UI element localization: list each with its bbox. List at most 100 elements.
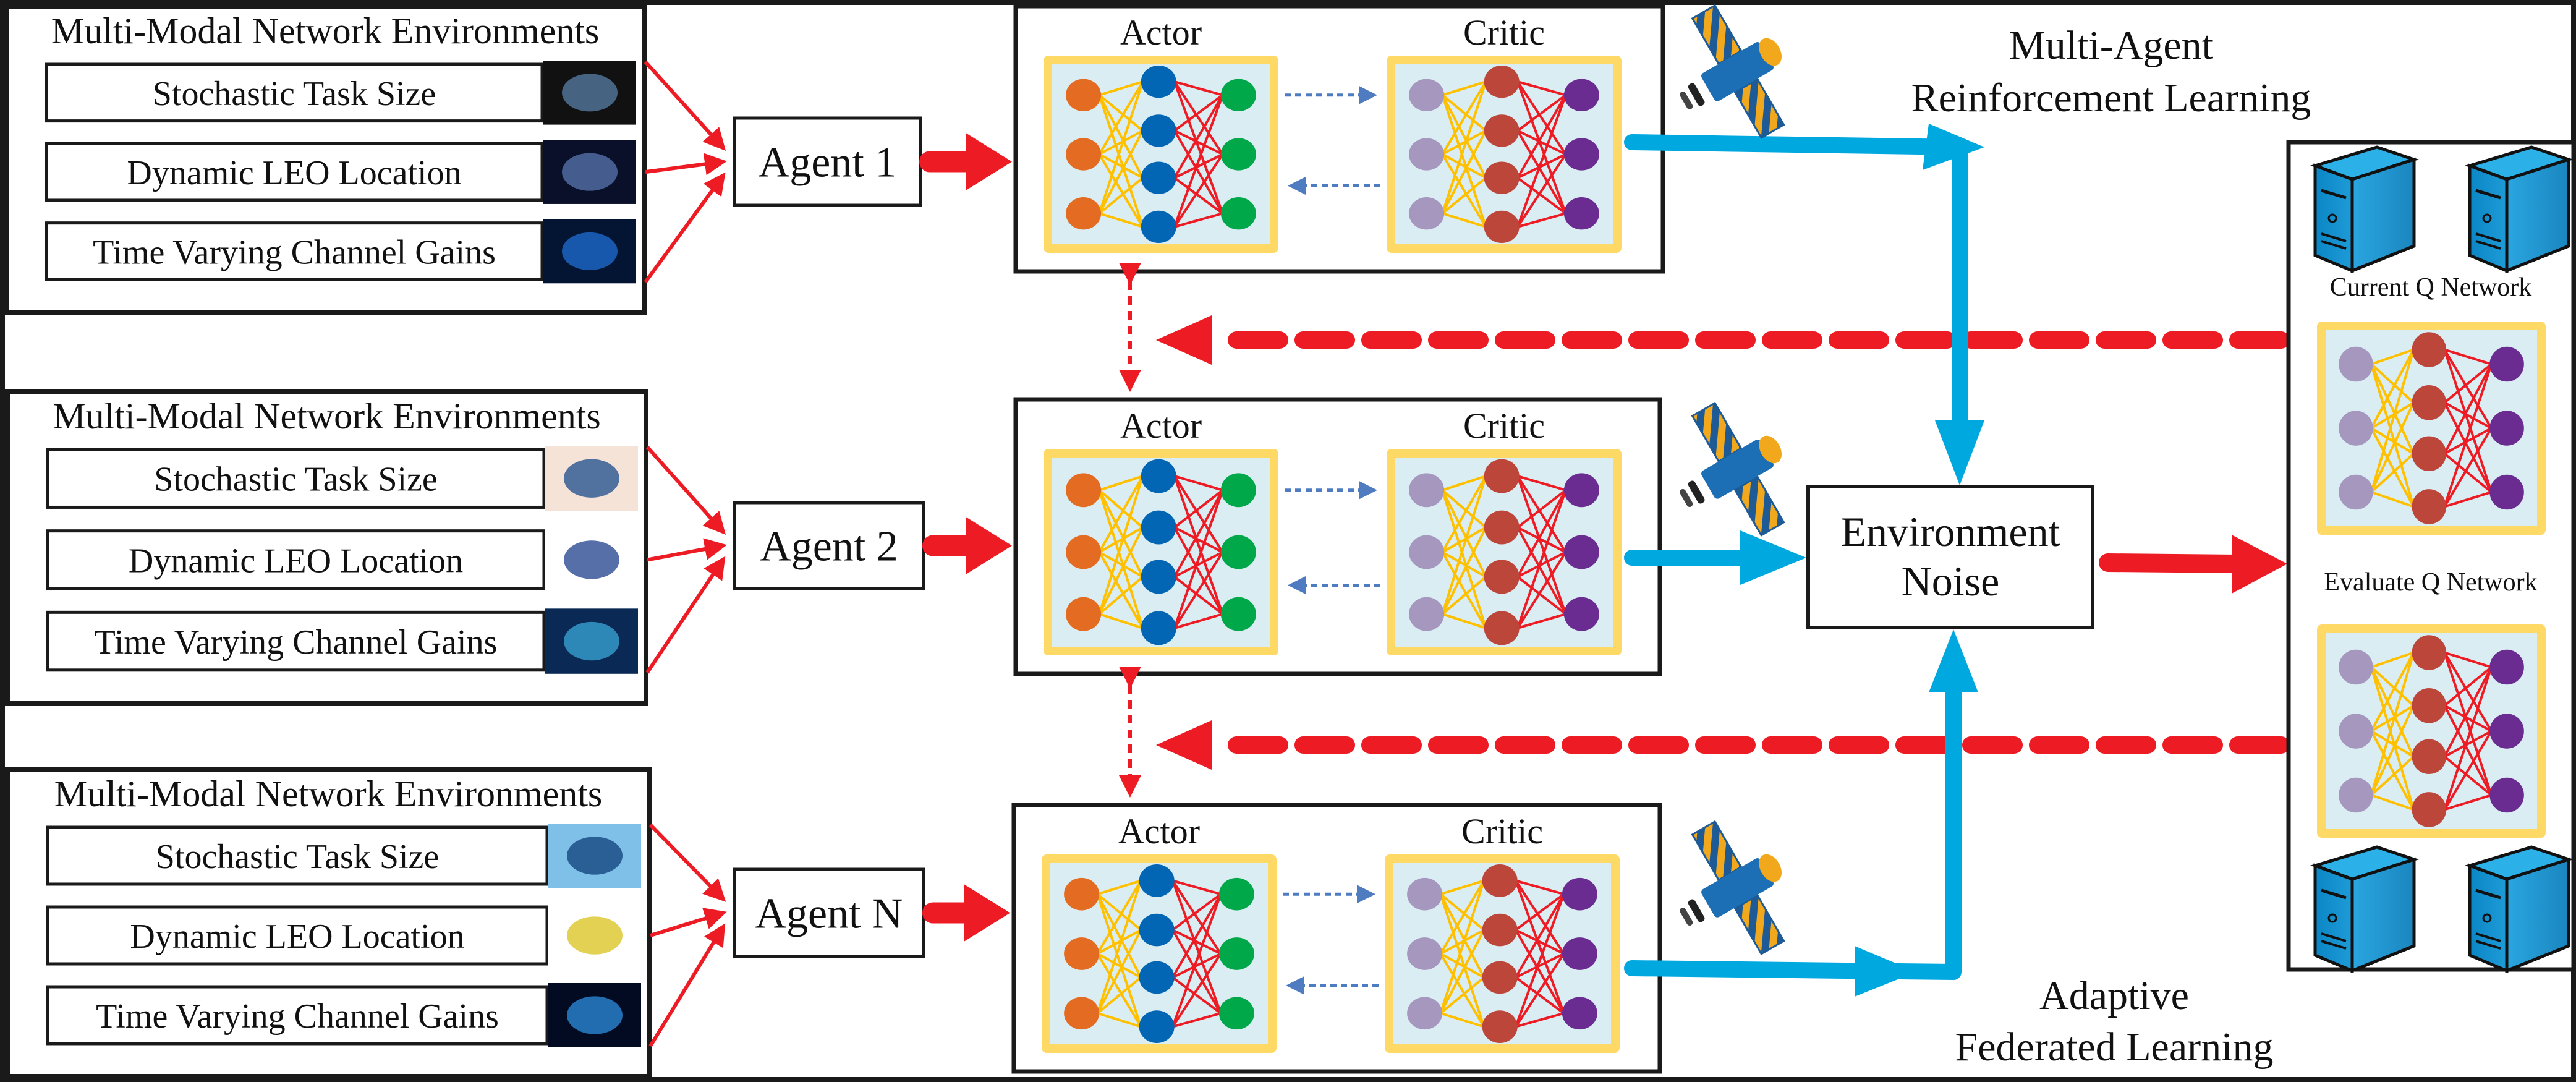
nn-edge xyxy=(2370,652,2415,796)
nn-hidden-node xyxy=(2412,332,2447,367)
environment-item-box xyxy=(45,221,544,281)
environment-panel: Multi-Modal Network EnvironmentsStochast… xyxy=(5,389,727,706)
critic-network xyxy=(1385,854,1620,1053)
agent-box: Agent N xyxy=(733,867,925,958)
thumbnail-accent xyxy=(562,232,618,271)
thumbnail-accent xyxy=(562,74,618,112)
nn-edge xyxy=(1173,551,1223,578)
server-drive xyxy=(2475,888,2501,900)
nn-output-node xyxy=(1562,877,1597,911)
nn-edge xyxy=(1171,929,1222,1014)
nn-input-node xyxy=(2339,714,2373,749)
nn-edge xyxy=(1516,129,1566,156)
server-side xyxy=(2350,857,2416,973)
nn-edge xyxy=(2444,453,2493,493)
nn-edge xyxy=(1173,129,1223,156)
nn-edge xyxy=(1516,153,1566,179)
nn-hidden-node xyxy=(2412,436,2447,472)
nn-output-node xyxy=(2489,346,2524,382)
solar-panel xyxy=(1691,4,1743,66)
nn-edge xyxy=(1171,952,1222,979)
nn-hidden-node xyxy=(2412,739,2447,775)
nn-input-node xyxy=(2339,411,2373,446)
nn-edge xyxy=(1515,929,1565,1014)
nn-output-node xyxy=(2489,649,2524,685)
nn-edge xyxy=(1516,489,1566,529)
nn-input-node xyxy=(2339,649,2373,685)
nn-output-node xyxy=(2489,714,2524,749)
nn-edge xyxy=(1173,527,1224,615)
server-vent xyxy=(2321,932,2347,942)
fiber-optics-image xyxy=(548,983,641,1047)
nn-edge xyxy=(1171,893,1222,1028)
nn-output-node xyxy=(1218,937,1254,970)
nn-edge xyxy=(1515,952,1565,979)
nn-edge xyxy=(1440,879,1485,896)
nn-hidden-node xyxy=(2412,385,2447,420)
satellite-antenna xyxy=(1680,488,1693,508)
nn-output-node xyxy=(1563,597,1599,631)
nn-edge xyxy=(1441,81,1487,214)
agent-box: Agent 1 xyxy=(733,116,922,207)
nn-output-node xyxy=(1220,473,1256,508)
nn-hidden-node xyxy=(1482,913,1518,947)
nn-edge xyxy=(1442,80,1487,96)
blue-flow-middle-head xyxy=(1740,530,1806,585)
actor-network xyxy=(1044,449,1278,655)
nn-edge xyxy=(1096,893,1142,931)
environment-item-label: Dynamic LEO Location xyxy=(130,918,464,956)
nn-edge xyxy=(1173,489,1224,577)
environment-item: Time Varying Channel Gains xyxy=(46,923,726,1047)
nn-edge xyxy=(2370,349,2415,493)
nn-edge xyxy=(1174,613,1223,629)
nn-edge xyxy=(1441,489,1487,529)
nn-edge xyxy=(1097,929,1142,955)
environment-item: Time Varying Channel Gains xyxy=(46,556,726,674)
satellite-body xyxy=(1701,858,1774,918)
nn-edge xyxy=(1442,129,1487,156)
nn-input-node xyxy=(1066,535,1102,569)
nn-edge xyxy=(2370,730,2415,758)
nn-edge xyxy=(1515,953,1565,1028)
satellite-antenna xyxy=(1688,480,1705,504)
nn-edge xyxy=(1515,893,1565,931)
nn-edge xyxy=(1439,976,1485,1015)
nn-input-node xyxy=(1064,877,1100,911)
nn-edge xyxy=(1516,475,1567,615)
nn-output-node xyxy=(1562,997,1597,1030)
nn-edge xyxy=(1441,576,1487,615)
nn-edge xyxy=(1096,929,1142,1014)
nn-input-node xyxy=(1409,79,1445,111)
nn-edge xyxy=(1098,475,1144,553)
input-arrow xyxy=(645,445,726,535)
nn-edge xyxy=(1514,880,1565,1014)
input-arrow xyxy=(645,153,727,176)
voice-wave-image xyxy=(543,219,636,284)
critic-network xyxy=(1387,56,1622,253)
server-button xyxy=(2327,213,2337,223)
nn-edge xyxy=(1172,879,1222,896)
nn-input-node xyxy=(1409,473,1445,508)
nn-edge xyxy=(1442,475,1487,492)
satellite-body xyxy=(1701,440,1774,499)
blue-flow-top xyxy=(1624,134,1968,435)
nn-edge xyxy=(2443,402,2493,493)
nn-hidden-node xyxy=(1139,913,1175,947)
server-button xyxy=(2482,913,2492,923)
nn-edge xyxy=(1515,880,1565,955)
nn-edge xyxy=(1098,95,1144,228)
nn-edge xyxy=(2444,794,2492,811)
environment-item: Stochastic Task Size xyxy=(45,60,726,151)
thumbnail-accent xyxy=(567,837,623,875)
nn-edge xyxy=(1171,953,1222,1028)
blue-flow-arrows xyxy=(1624,124,1984,997)
yellow-satellite-image xyxy=(548,903,641,968)
nn-edge xyxy=(2443,705,2493,796)
smartphone-image xyxy=(545,446,638,511)
server-vent xyxy=(2475,932,2501,942)
satellite-antenna xyxy=(1688,83,1705,106)
nn-edge xyxy=(1442,153,1487,179)
